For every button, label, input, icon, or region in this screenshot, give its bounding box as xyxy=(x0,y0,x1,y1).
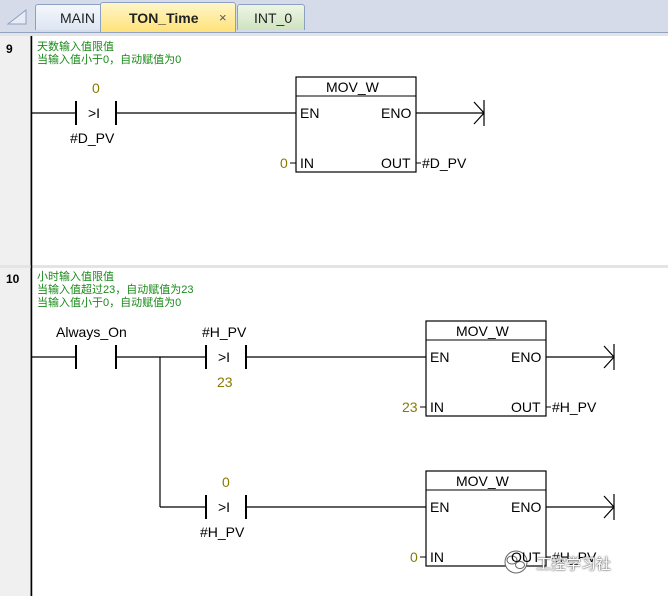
compare-contact-2-bottom-operand[interactable]: #H_PV xyxy=(200,524,245,540)
network-10-comment-line-2[interactable]: 当输入值超过23，自动赋值为23 xyxy=(37,284,194,296)
tab-int-0-label: INT_0 xyxy=(254,10,293,26)
compare-contact-1-top-operand[interactable]: #H_PV xyxy=(202,324,247,340)
always-on-contact-label[interactable]: Always_On xyxy=(56,324,127,340)
box-1-in-operand[interactable]: 23 xyxy=(402,399,418,415)
editor-tab-bar: MAIN INT_0 TON_Time × xyxy=(0,0,668,33)
network-10-comment-line-1[interactable]: 小时输入值限值 xyxy=(37,271,114,283)
compare-contact-1-bottom-operand[interactable]: 23 xyxy=(217,374,233,390)
box-1-pin-en: EN xyxy=(430,349,450,365)
box-pin-en: EN xyxy=(300,105,320,121)
compare-contact-1-operator: >I xyxy=(218,349,231,365)
box-2-pin-eno: ENO xyxy=(511,499,542,515)
mov-w-box-n9[interactable] xyxy=(295,76,417,173)
tab-scroll-arrow-icon[interactable] xyxy=(4,4,32,30)
network-10-comment-line-3[interactable]: 当输入值小于0，自动赋值为0 xyxy=(37,297,182,309)
box-1-pin-eno: ENO xyxy=(511,349,542,365)
tab-int-0[interactable]: INT_0 xyxy=(237,4,305,30)
tab-ton-time[interactable]: TON_Time × xyxy=(100,2,236,32)
box-2-title: MOV_W xyxy=(456,473,509,489)
tab-ton-time-label: TON_Time xyxy=(129,10,199,26)
compare-contact-bottom-operand[interactable]: #D_PV xyxy=(70,130,115,146)
network-9-comment-line-1[interactable]: 天数输入值限值 xyxy=(37,41,114,53)
compare-contact-operator: >I xyxy=(88,105,101,121)
box-2-pin-out: OUT xyxy=(511,549,541,565)
box-pin-eno: ENO xyxy=(381,105,412,121)
mov-w-box-n10-1[interactable] xyxy=(425,320,547,417)
compare-contact-top-operand[interactable]: 0 xyxy=(92,80,100,96)
box-out-operand[interactable]: #D_PV xyxy=(422,155,467,171)
watermark-text: 工控学习社 xyxy=(536,556,612,573)
box-2-pin-in: IN xyxy=(430,549,444,565)
box-pin-out: OUT xyxy=(381,155,411,171)
coil-end-arrow-icon xyxy=(473,100,485,126)
box-2-out-operand[interactable]: #H_PV xyxy=(552,549,597,565)
compare-contact-2-top-operand[interactable]: 0 xyxy=(222,474,230,490)
box-1-out-operand[interactable]: #H_PV xyxy=(552,399,597,415)
coil-end-arrow-icon xyxy=(603,344,615,370)
box-pin-in: IN xyxy=(300,155,314,171)
box-in-operand[interactable]: 0 xyxy=(280,155,288,171)
network-gutter xyxy=(0,33,31,596)
network-number-10[interactable]: 10 xyxy=(6,272,20,286)
box-1-pin-in: IN xyxy=(430,399,444,415)
tab-main-label: MAIN xyxy=(60,10,95,26)
box-2-in-operand[interactable]: 0 xyxy=(410,549,418,565)
compare-contact-2-operator: >I xyxy=(218,499,231,515)
tab-close-icon[interactable]: × xyxy=(219,10,227,25)
coil-end-arrow-icon xyxy=(603,494,615,520)
network-separator xyxy=(0,33,668,36)
mov-w-box-n10-2[interactable] xyxy=(425,470,547,567)
wechat-logo-icon xyxy=(504,550,528,574)
box-1-pin-out: OUT xyxy=(511,399,541,415)
tab-main[interactable]: MAIN xyxy=(35,4,111,30)
box-1-title: MOV_W xyxy=(456,323,509,339)
network-separator xyxy=(0,265,668,268)
network-number-9[interactable]: 9 xyxy=(6,42,13,56)
network-9-comment-line-2[interactable]: 当输入值小于0，自动赋值为0 xyxy=(37,54,182,66)
box-title: MOV_W xyxy=(326,79,379,95)
box-2-pin-en: EN xyxy=(430,499,450,515)
